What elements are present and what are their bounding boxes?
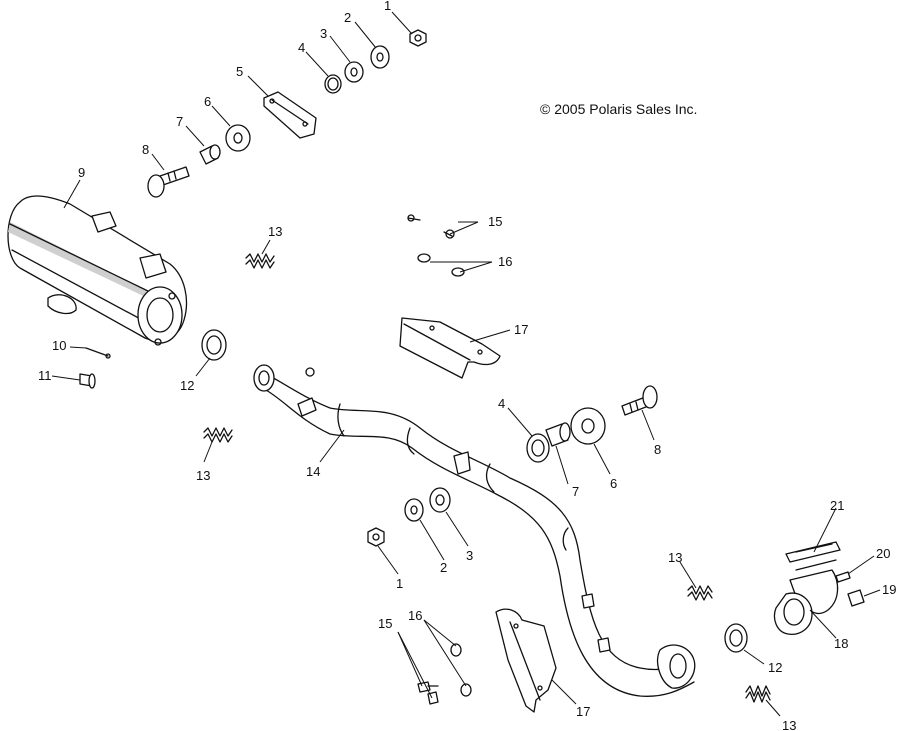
screw-part <box>79 373 96 389</box>
callout-5: 5 <box>236 64 243 79</box>
callout-11: 11 <box>38 368 52 383</box>
callout-16-bottom: 16 <box>408 608 422 623</box>
bolt-left-part <box>147 166 190 198</box>
spring-left-part <box>203 427 233 443</box>
callout-6-mid: 6 <box>610 476 617 491</box>
callout-12-left: 12 <box>180 378 194 393</box>
nut-top-part <box>409 29 427 47</box>
spring-upper-part <box>245 253 275 269</box>
callout-2-mid: 2 <box>440 560 447 575</box>
sleeve-mid-part <box>526 433 550 463</box>
callout-13-bottom: 13 <box>782 718 796 731</box>
sleeve-top-part <box>324 74 342 94</box>
spring-bottom-part <box>745 685 771 703</box>
grommet-mid-part <box>570 407 606 445</box>
spring-mid-part <box>687 585 713 601</box>
callout-12-right: 12 <box>768 660 782 675</box>
callout-1-top: 1 <box>384 0 391 13</box>
washer-small-top-part <box>417 253 465 277</box>
callout-9: 9 <box>78 165 85 180</box>
pin-part <box>85 347 111 359</box>
sleeve-mid2-part <box>545 422 571 447</box>
pin-small-part <box>835 571 851 583</box>
rivet-top-part <box>407 214 455 239</box>
callout-6-left: 6 <box>204 94 211 109</box>
rivet-bottom-part <box>417 681 439 705</box>
callout-13-left: 13 <box>196 468 210 483</box>
callout-17-bottom: 17 <box>576 704 590 719</box>
leader-lines <box>51 11 881 717</box>
grommet-left-part <box>225 124 251 152</box>
callout-3-mid: 3 <box>466 548 473 563</box>
callout-20: 20 <box>876 546 890 561</box>
callout-10: 10 <box>52 338 66 353</box>
callout-numbers: 1 2 3 4 5 6 7 8 9 10 11 12 13 13 14 15 1… <box>38 0 896 731</box>
gasket-left-part <box>201 329 227 361</box>
callout-8-left: 8 <box>142 142 149 157</box>
elbow-part <box>773 559 839 635</box>
grommet-mid2-part <box>429 487 451 513</box>
callout-3-top: 3 <box>320 26 327 41</box>
callout-15-bottom: 15 <box>378 616 392 631</box>
callout-8-right: 8 <box>654 442 661 457</box>
flange-gasket-part <box>785 541 841 563</box>
callout-2-top: 2 <box>344 10 351 25</box>
callout-16-top: 16 <box>498 254 512 269</box>
screw-small-part <box>847 589 865 607</box>
callout-4-top: 4 <box>298 40 305 55</box>
callout-18: 18 <box>834 636 848 651</box>
heatshield-top-part <box>399 317 501 379</box>
bolt-right-part <box>621 385 658 416</box>
muffler-part <box>7 195 188 346</box>
callout-19: 19 <box>882 582 896 597</box>
washer-small-bottom-part <box>450 643 472 697</box>
washer-top-part <box>370 45 390 69</box>
callout-1-mid: 1 <box>396 576 403 591</box>
callout-13-mid: 13 <box>668 550 682 565</box>
grommet-top-part <box>344 61 364 83</box>
callout-14: 14 <box>306 464 320 479</box>
gasket-right-part <box>724 623 748 653</box>
callout-7-left: 7 <box>176 114 183 129</box>
callout-15-top: 15 <box>488 214 502 229</box>
callout-13-upper: 13 <box>268 224 282 239</box>
heatshield-bottom-part <box>495 608 557 713</box>
callout-17-top: 17 <box>514 322 528 337</box>
washer-mid-part <box>404 498 424 522</box>
callout-7-mid: 7 <box>572 484 579 499</box>
copyright-text: © 2005 Polaris Sales Inc. <box>540 101 697 117</box>
callout-4-mid: 4 <box>498 396 505 411</box>
bracket-top-part <box>263 91 317 139</box>
nut-mid-part <box>367 527 385 547</box>
exhaust-pipe-part <box>253 364 696 697</box>
callout-21: 21 <box>830 498 844 513</box>
sleeve-left-part <box>199 144 221 165</box>
